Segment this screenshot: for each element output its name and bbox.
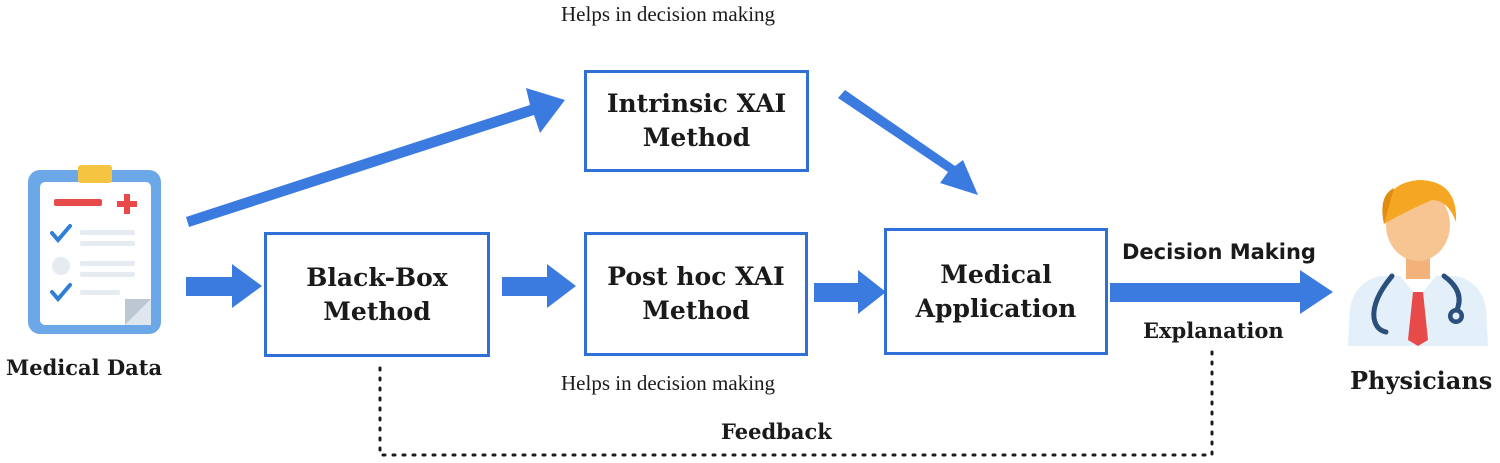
black-box-label: Black-Box Method [306,262,448,326]
arrow-data-to-blackbox [186,264,262,308]
black-box-method-box: Black-Box Method [264,232,490,357]
arrow-intrinsic-to-application [838,90,978,195]
medical-application-label: Medical Application [915,259,1077,323]
clipboard-icon [28,165,161,334]
decision-making-label: Decision Making [1122,240,1316,264]
feedback-loop-line [378,350,1214,457]
medical-data-label: Medical Data [6,355,163,380]
arrow-blackbox-to-posthoc [502,264,576,308]
top-note: Helps in decision making [561,2,776,26]
bottom-note: Helps in decision making [561,371,776,395]
doctor-icon [1348,180,1488,346]
intrinsic-xai-box: Intrinsic XAI Method [584,70,809,172]
post-hoc-xai-box: Post hoc XAI Method [584,232,808,356]
arrow-posthoc-to-application [814,270,886,314]
explanation-label: Explanation [1143,318,1284,343]
arrow-data-to-intrinsic [186,88,565,227]
intrinsic-xai-label: Intrinsic XAI Method [606,89,787,152]
feedback-label: Feedback [721,419,832,444]
physicians-label: Physicians [1350,366,1493,395]
post-hoc-label: Post hoc XAI Method [607,262,785,325]
arrow-application-to-physicians [1110,270,1333,314]
medical-application-box: Medical Application [884,228,1108,355]
